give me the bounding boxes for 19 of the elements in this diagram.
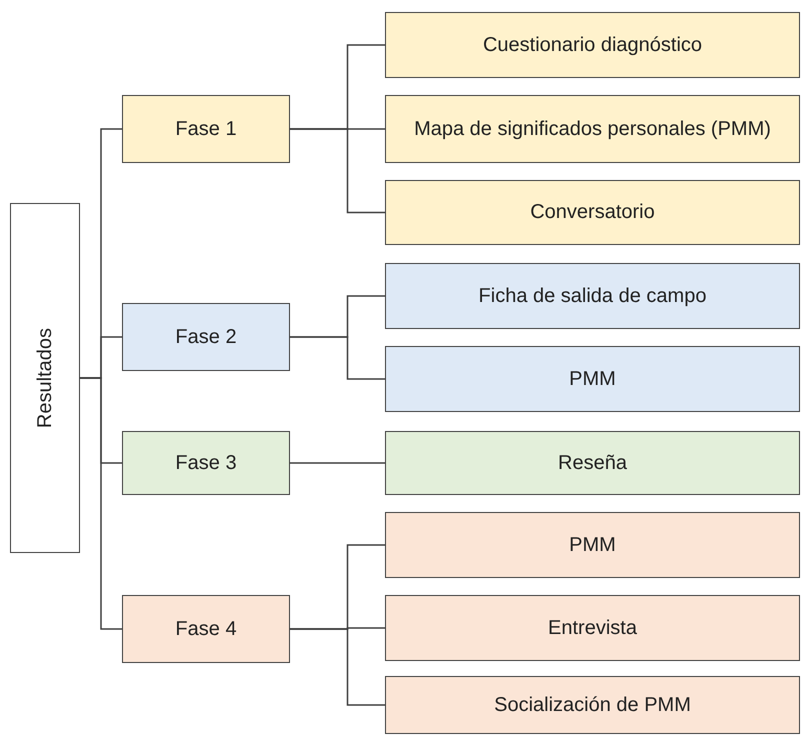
text-box: PMM [385, 346, 800, 412]
text-box: Fase 3 [122, 431, 290, 495]
text-box: Fase 1 [122, 95, 290, 163]
text-box: Conversatorio [385, 180, 800, 245]
text-box: Fase 4 [122, 595, 290, 663]
text-box: Reseña [385, 431, 800, 495]
text-box: PMM [385, 512, 800, 578]
connector-line [290, 336, 385, 380]
text-box: Mapa de significados personales (PMM) [385, 95, 800, 163]
text-box: Entrevista [385, 595, 800, 661]
connector-line [80, 377, 122, 630]
text-box: Cuestionario diagnóstico [385, 12, 800, 78]
text-box: Socialización de PMM [385, 676, 800, 734]
text-box: Resultados [10, 203, 80, 553]
text-box: Ficha de salida de campo [385, 263, 800, 329]
connector-line [290, 628, 385, 706]
connector-line [290, 128, 385, 214]
text-box: Fase 2 [122, 303, 290, 371]
connector-line [290, 462, 385, 464]
